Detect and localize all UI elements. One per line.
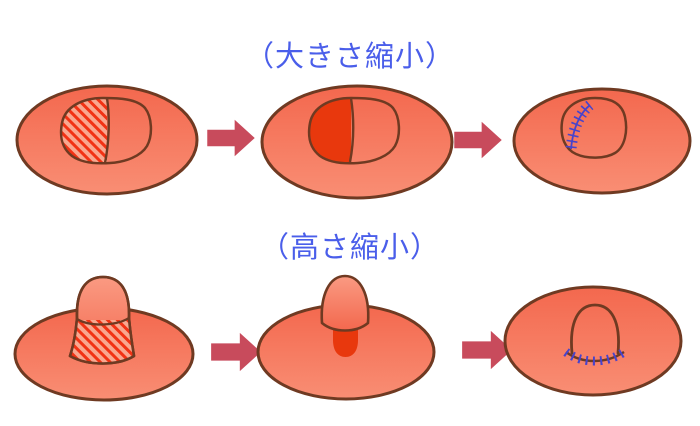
title-size-reduction: （大きさ縮小） (244, 41, 455, 73)
nipple-outline (307, 96, 401, 165)
nipple-outline (68, 275, 136, 365)
figure-areola-sutured (510, 85, 700, 197)
nipple-outline (560, 96, 628, 159)
arrow-right-icon (452, 119, 504, 161)
areola-shape (260, 84, 454, 200)
arrow-right-icon (205, 117, 257, 159)
incision-divider-line (103, 97, 110, 164)
arrow-glyph (462, 330, 512, 370)
figure-areola-excision-marked (10, 83, 205, 198)
nipple-dome (320, 274, 370, 332)
arrow-glyph (454, 121, 502, 159)
arrow-right-icon (460, 328, 514, 372)
nipple-dome-outline (570, 303, 620, 355)
figure-nipple-height-sutured (502, 283, 700, 403)
incision-divider-line (348, 97, 355, 163)
areola-base-shape (503, 285, 683, 397)
suture-line (570, 104, 591, 150)
areola-shape (512, 87, 692, 195)
figure-nipple-height-marked (8, 272, 208, 407)
arrow-glyph (207, 119, 255, 157)
nipple-outline (59, 96, 153, 165)
incision-divider-line (76, 316, 130, 326)
title-height-reduction: （高さ縮小） (259, 232, 440, 264)
excision-hatch-area (70, 320, 134, 364)
arrow-right-icon (209, 330, 263, 374)
arrow-glyph (211, 332, 261, 372)
suture-stitches (563, 348, 627, 366)
figure-nipple-height-excised (256, 272, 456, 407)
figure-areola-excised (258, 83, 458, 201)
